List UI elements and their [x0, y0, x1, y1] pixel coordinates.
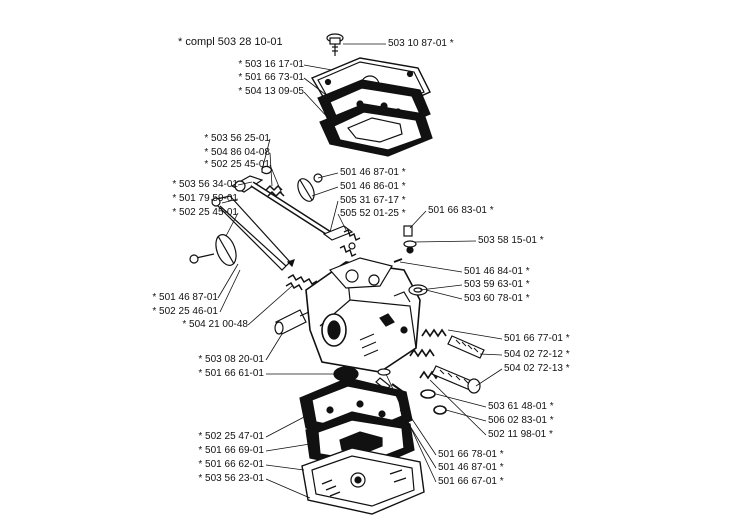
part-label: 503 58 15-01 *	[478, 235, 544, 246]
choke-valve-disc	[189, 234, 237, 266]
throttle-valve-disc	[297, 173, 323, 202]
part-label: 504 02 72-12 *	[504, 349, 570, 360]
part-label: 503 61 48-01 *	[488, 401, 554, 412]
part-label: 503 59 63-01 *	[464, 279, 530, 290]
cover-screw	[326, 33, 344, 56]
pump-gasket	[319, 103, 433, 157]
throttle-shaft	[230, 165, 332, 237]
metering-cover	[301, 447, 425, 515]
part-label: 503 60 78-01 *	[464, 293, 530, 304]
part-label: 501 66 83-01 *	[428, 205, 494, 216]
choke-shaft	[210, 195, 295, 271]
part-label: 506 02 83-01 *	[488, 415, 554, 426]
part-label: * 501 66 69-01	[198, 445, 264, 456]
part-label: * 504 13 09-05	[238, 86, 304, 97]
part-label: 501 66 67-01 *	[438, 476, 504, 487]
part-label: * 502 25 45-01	[204, 159, 270, 170]
adjusting-screws	[409, 328, 485, 394]
part-label: 503 10 87-01 *	[388, 38, 454, 49]
part-label: 501 66 78-01 *	[438, 449, 504, 460]
part-label: * 504 21 00-48	[182, 319, 248, 330]
part-label: * 503 56 25-01	[204, 133, 270, 144]
fuel-inlet-fitting	[274, 307, 319, 335]
part-label: * 503 56 34-01	[172, 179, 238, 190]
part-label: 502 11 98-01 *	[488, 429, 553, 440]
leader-lines	[217, 43, 503, 499]
part-label: * 503 08 20-01	[198, 354, 264, 365]
part-label: 501 46 84-01 *	[464, 266, 530, 277]
part-label: 501 66 77-01 *	[504, 333, 570, 344]
part-label: 501 46 87-01 *	[438, 462, 504, 473]
part-label: * 501 66 61-01	[198, 368, 264, 379]
part-label: * 501 79 59-01	[172, 193, 238, 204]
assembly-title: * compl 503 28 10-01	[178, 36, 283, 48]
part-label: 505 52 01-25 *	[340, 208, 406, 219]
circlips	[420, 389, 447, 415]
part-label: * 502 25 45-01	[172, 207, 238, 218]
part-label: * 502 25 47-01	[198, 431, 264, 442]
part-label: 505 31 67-17 *	[340, 195, 406, 206]
part-label: * 503 16 17-01	[238, 59, 304, 70]
part-label: * 501 66 73-01	[238, 72, 304, 83]
carburetor-body	[305, 257, 421, 373]
part-label: * 503 56 23-01	[198, 473, 264, 484]
part-label: 501 46 86-01 *	[340, 181, 406, 192]
part-label: 501 46 87-01 *	[340, 167, 406, 178]
part-label: * 501 66 62-01	[198, 459, 264, 470]
metering-lever	[322, 225, 361, 257]
choke-spring	[285, 273, 318, 291]
part-label: * 502 25 46-01	[152, 306, 218, 317]
needle-valve-parts	[393, 225, 428, 296]
part-label: * 501 46 87-01	[152, 292, 218, 303]
part-label: 504 02 72-13 *	[504, 363, 570, 374]
part-label: * 504 86 04-08	[204, 147, 270, 158]
